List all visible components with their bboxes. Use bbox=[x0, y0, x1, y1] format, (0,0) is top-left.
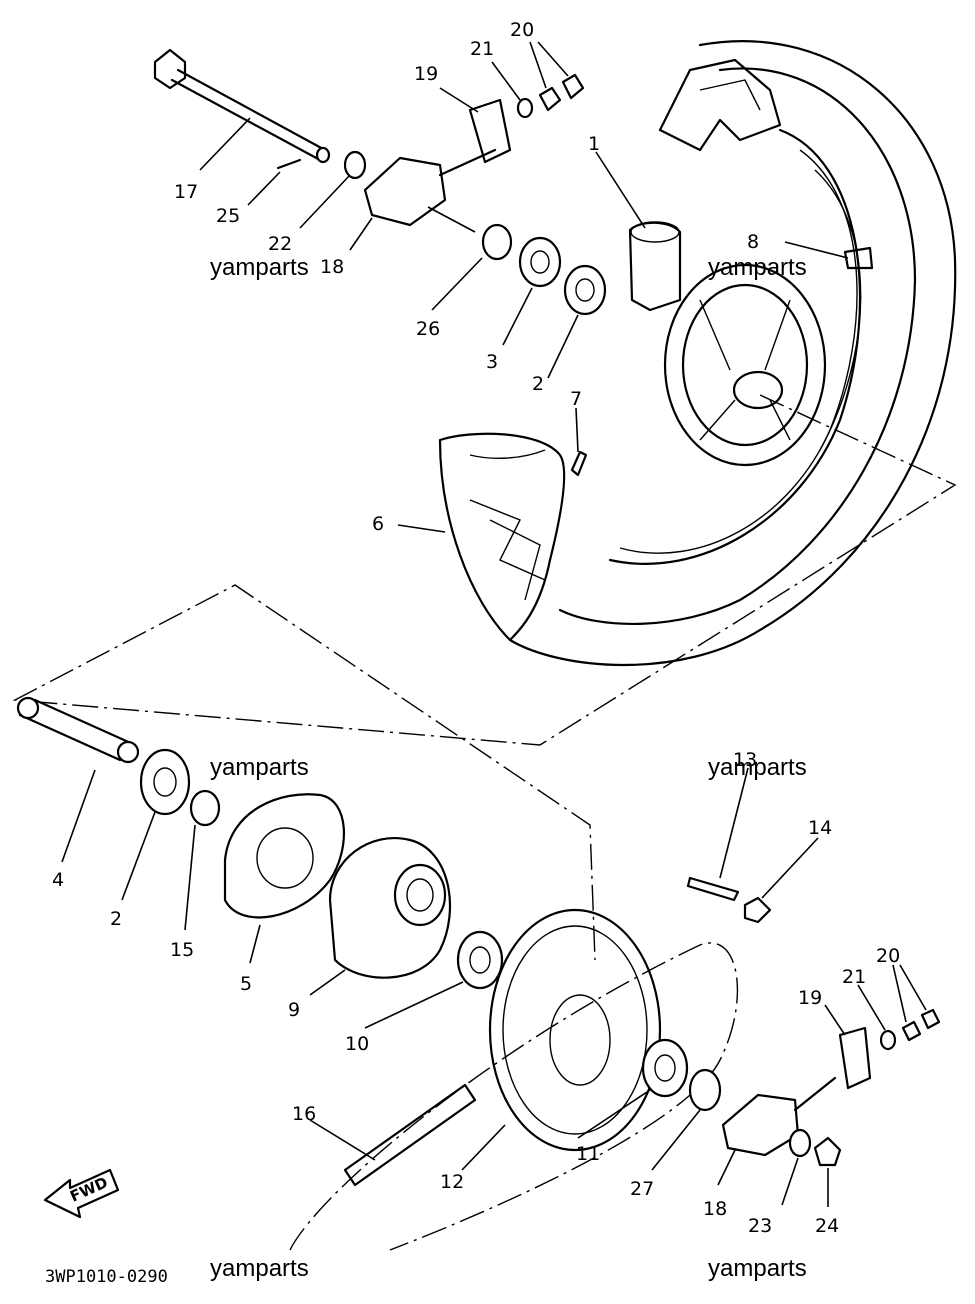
chain-puller-18-bottom bbox=[721, 1076, 837, 1157]
callout-10: 10 bbox=[345, 1033, 369, 1055]
callout-21-top: 21 bbox=[470, 38, 494, 60]
callouts: 1 8 7 6 17 25 22 18 19 21 20 26 3 2 4 2 … bbox=[52, 19, 900, 1237]
washer-21-bottom bbox=[879, 1029, 897, 1051]
damper-5 bbox=[223, 793, 346, 919]
callout-12: 12 bbox=[440, 1171, 464, 1193]
leader-lines bbox=[61, 41, 927, 1207]
chain-loop bbox=[289, 942, 739, 1251]
bearing-2-top bbox=[563, 264, 607, 316]
nut-20b-bottom bbox=[920, 1008, 941, 1030]
clutch-hub-9 bbox=[328, 837, 452, 979]
nut-20a-top bbox=[538, 86, 562, 112]
fwd-arrow: FWD bbox=[43, 1168, 120, 1219]
callout-1: 1 bbox=[588, 133, 600, 155]
watermark-6: yamparts bbox=[708, 1255, 807, 1282]
chain-joint-16 bbox=[343, 1083, 477, 1187]
callout-18-bottom: 18 bbox=[703, 1198, 727, 1220]
stud-13 bbox=[686, 876, 740, 902]
collar-15 bbox=[189, 789, 221, 827]
callout-22: 22 bbox=[268, 233, 292, 255]
bearing-10 bbox=[456, 930, 504, 990]
nut-20b-top bbox=[561, 73, 585, 100]
callout-26: 26 bbox=[416, 318, 440, 340]
spacer-4 bbox=[16, 696, 140, 764]
oil-seal-3 bbox=[518, 236, 562, 288]
callout-5: 5 bbox=[240, 973, 252, 995]
callout-3: 3 bbox=[486, 351, 498, 373]
plate-19-bottom bbox=[838, 1026, 872, 1090]
callout-4: 4 bbox=[52, 869, 64, 891]
callout-24: 24 bbox=[815, 1215, 839, 1237]
callout-18-top: 18 bbox=[320, 256, 344, 278]
plate-19-top bbox=[468, 98, 512, 164]
diagram-code: 3WP1010-0290 bbox=[45, 1267, 168, 1287]
chain-puller-18-top bbox=[363, 148, 497, 227]
washer-21-top bbox=[516, 97, 534, 119]
rear-wheel bbox=[438, 40, 957, 666]
callout-23: 23 bbox=[748, 1215, 772, 1237]
callout-15: 15 bbox=[170, 939, 194, 961]
callout-25: 25 bbox=[216, 205, 240, 227]
callout-9: 9 bbox=[288, 999, 300, 1021]
bearing-2-bottom bbox=[139, 748, 191, 816]
watermark-3: yamparts bbox=[210, 754, 309, 781]
axle-centerline bbox=[12, 394, 957, 961]
watermark-2: yamparts bbox=[708, 254, 807, 281]
callout-8: 8 bbox=[747, 231, 759, 253]
callout-11: 11 bbox=[576, 1143, 600, 1165]
callout-19-bottom: 19 bbox=[798, 987, 822, 1009]
watermarks: yamparts yamparts yamparts yamparts yamp… bbox=[210, 254, 807, 1282]
collar-26 bbox=[481, 223, 513, 261]
callout-20-bottom: 20 bbox=[876, 945, 900, 967]
watermark-4: yamparts bbox=[708, 754, 807, 781]
oil-seal-11 bbox=[641, 1038, 689, 1098]
cotter-pin-25 bbox=[276, 158, 302, 170]
callout-6: 6 bbox=[372, 513, 384, 535]
watermark-5: yamparts bbox=[210, 1255, 309, 1282]
callout-21-bottom: 21 bbox=[842, 966, 866, 988]
collar-27 bbox=[688, 1068, 722, 1112]
callout-20-top: 20 bbox=[510, 19, 534, 41]
callout-17: 17 bbox=[174, 181, 198, 203]
washer-22 bbox=[343, 150, 367, 180]
fwd-label: FWD bbox=[67, 1173, 110, 1205]
nut-20a-bottom bbox=[901, 1020, 922, 1042]
callout-13: 13 bbox=[733, 749, 757, 771]
callout-2-bottom: 2 bbox=[110, 908, 122, 930]
callout-14: 14 bbox=[808, 817, 832, 839]
callout-16: 16 bbox=[292, 1103, 316, 1125]
nut-24 bbox=[813, 1136, 842, 1167]
callout-2-top: 2 bbox=[532, 373, 544, 395]
nut-14 bbox=[743, 896, 772, 924]
sprocket-12 bbox=[488, 908, 662, 1152]
watermark-1: yamparts bbox=[210, 254, 309, 281]
callout-19-top: 19 bbox=[414, 63, 438, 85]
callout-7: 7 bbox=[570, 388, 582, 410]
axle-bolt-17 bbox=[153, 48, 331, 164]
washer-23 bbox=[788, 1128, 812, 1158]
callout-27: 27 bbox=[630, 1178, 654, 1200]
